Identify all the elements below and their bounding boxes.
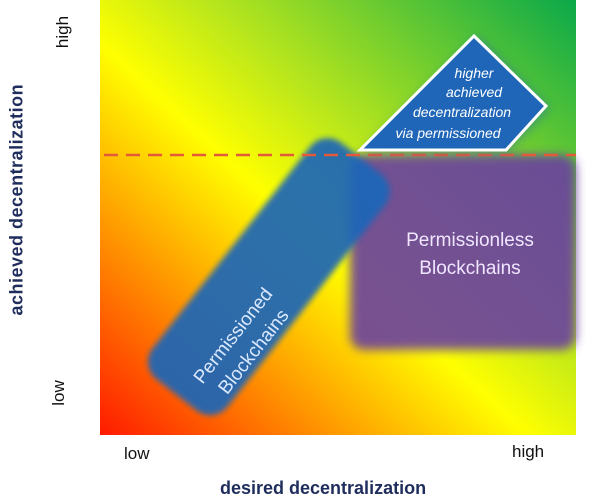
y-tick-high: high: [53, 15, 72, 49]
x-axis-label: desired decentralization: [220, 478, 427, 498]
callout-line-2: achieved: [446, 84, 503, 100]
permissioned-region: [147, 138, 390, 416]
callout-line-3: decentralization: [413, 104, 511, 120]
callout-diamond: [356, 33, 549, 152]
x-tick-high: high: [512, 442, 545, 461]
y-axis-label: achieved decentralization: [6, 83, 27, 316]
permissionless-label-1: Permissionless: [406, 230, 534, 251]
callout-line-1: higher: [455, 65, 495, 81]
y-tick-low: low: [49, 380, 68, 406]
callout-line-4: via permissioned: [395, 125, 501, 141]
x-tick-low: low: [124, 444, 150, 463]
permissionless-region: [350, 155, 576, 350]
permissionless-label-2: Blockchains: [419, 258, 520, 279]
